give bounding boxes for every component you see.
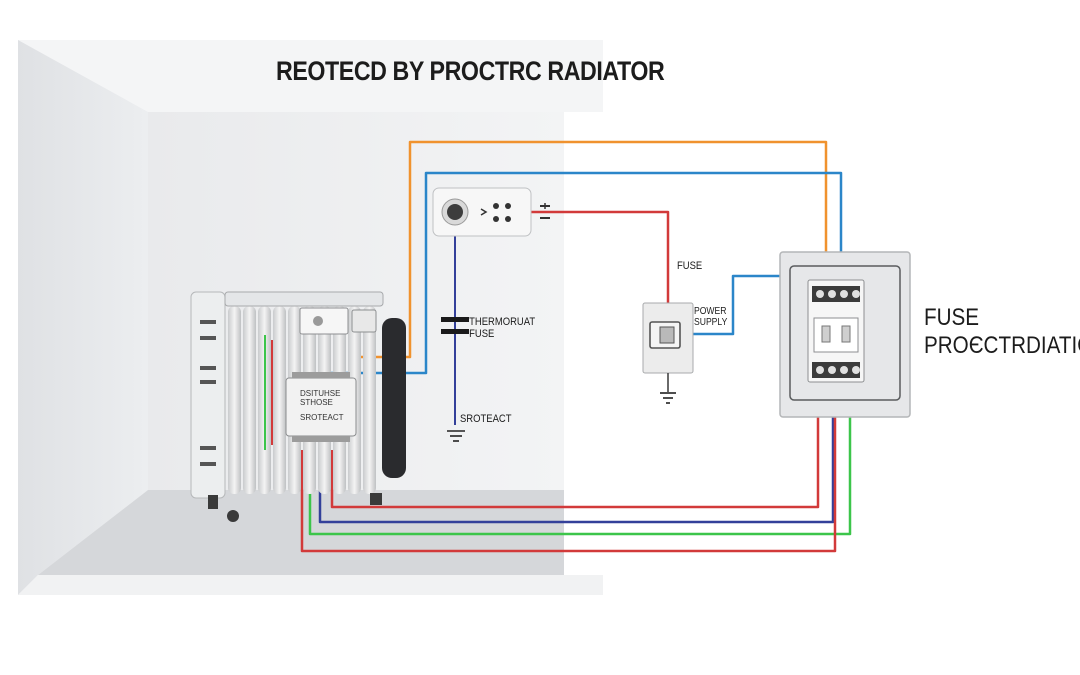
diagram-title: REOTECD BY PROCTRC RADIATOR — [276, 56, 665, 86]
thermostat-fuse-label: THERMORUAT FUSE — [445, 316, 535, 340]
fuse-label: FUSE — [677, 260, 703, 272]
radiator-module-label-line3: SROTEACT — [300, 413, 344, 422]
thermostat-fuse-label-line1: THERMORUAT — [469, 316, 536, 328]
radiator-module-label: DSITUHSE STHOSE SROTEACT — [300, 389, 344, 422]
ground-label: SROTEACT — [460, 413, 512, 425]
ground-icon — [447, 430, 465, 442]
fuse-panel-icon — [779, 251, 911, 418]
thermostat-fuse-label-line2: FUSE — [469, 328, 495, 340]
power-supply-label: POWER SUPPLY — [694, 306, 727, 328]
wall-outlet-icon — [432, 187, 550, 237]
fuse-panel-label-line2: PROЄCTRDIATIOR — [924, 332, 1080, 359]
radiator-module-label-line1: DSITUHSE — [300, 389, 341, 398]
fuse-panel-label: FUSE PROЄCTRDIATIOR — [924, 304, 1080, 360]
radiator-icon — [190, 291, 406, 522]
power-supply-label-line1: POWER — [694, 306, 727, 317]
thermostat-fuse-symbol-icon — [441, 317, 469, 334]
red-return-wire — [330, 390, 820, 509]
power-supply-label-line2: SUPPLY — [694, 317, 728, 328]
radiator-module-label-line2: STHOSE — [300, 398, 333, 407]
fuse-panel-label-line1: FUSE — [924, 304, 980, 331]
fuse-holder-icon — [642, 302, 694, 404]
red-return-wire-2 — [300, 390, 837, 553]
